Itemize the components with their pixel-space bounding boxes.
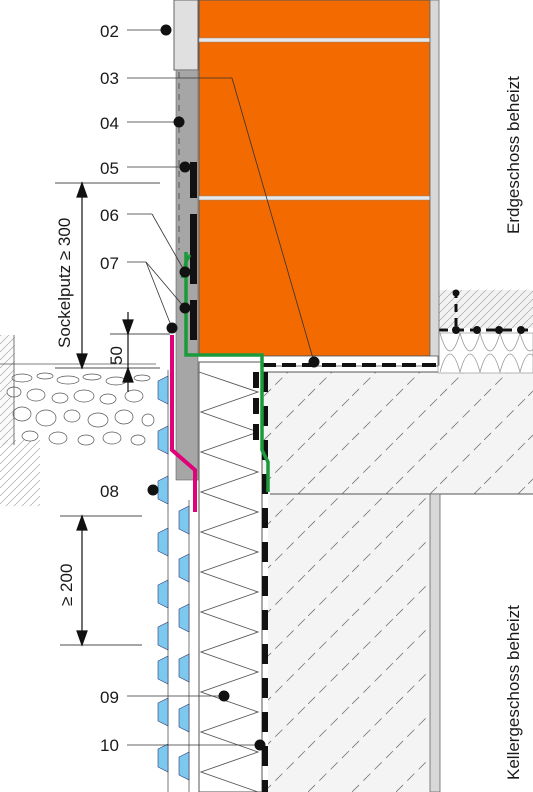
callout-07: 07 xyxy=(100,254,119,273)
callout-dots xyxy=(147,24,320,751)
callout-02: 02 xyxy=(100,22,119,41)
callout-06: 06 xyxy=(100,206,119,225)
callout-04: 04 xyxy=(100,114,119,133)
ground-gravel xyxy=(0,335,156,506)
zone-label-upper: Erdgeschoss beheizt xyxy=(504,76,523,234)
callout-05: 05 xyxy=(100,159,119,178)
floor-buildup xyxy=(437,289,533,374)
leaders xyxy=(127,29,315,746)
callout-03: 03 xyxy=(100,69,119,88)
callout-08: 08 xyxy=(100,482,119,501)
external-plaster xyxy=(173,0,199,481)
dimension-sockelputz: Sockelputz ≥ 300 xyxy=(55,218,74,348)
perimeter-insulation xyxy=(198,361,268,792)
callout-09: 09 xyxy=(100,688,119,707)
basement-concrete xyxy=(262,371,533,792)
zone-label-lower: Kellergeschoss beheizt xyxy=(504,605,523,780)
dimension-50: 50 xyxy=(107,346,126,365)
drainage-sheet xyxy=(157,370,190,792)
dimension-200: ≥ 200 xyxy=(57,564,76,606)
callout-10: 10 xyxy=(100,736,119,755)
dimension-lines xyxy=(55,181,170,647)
brick-wall xyxy=(198,0,440,367)
